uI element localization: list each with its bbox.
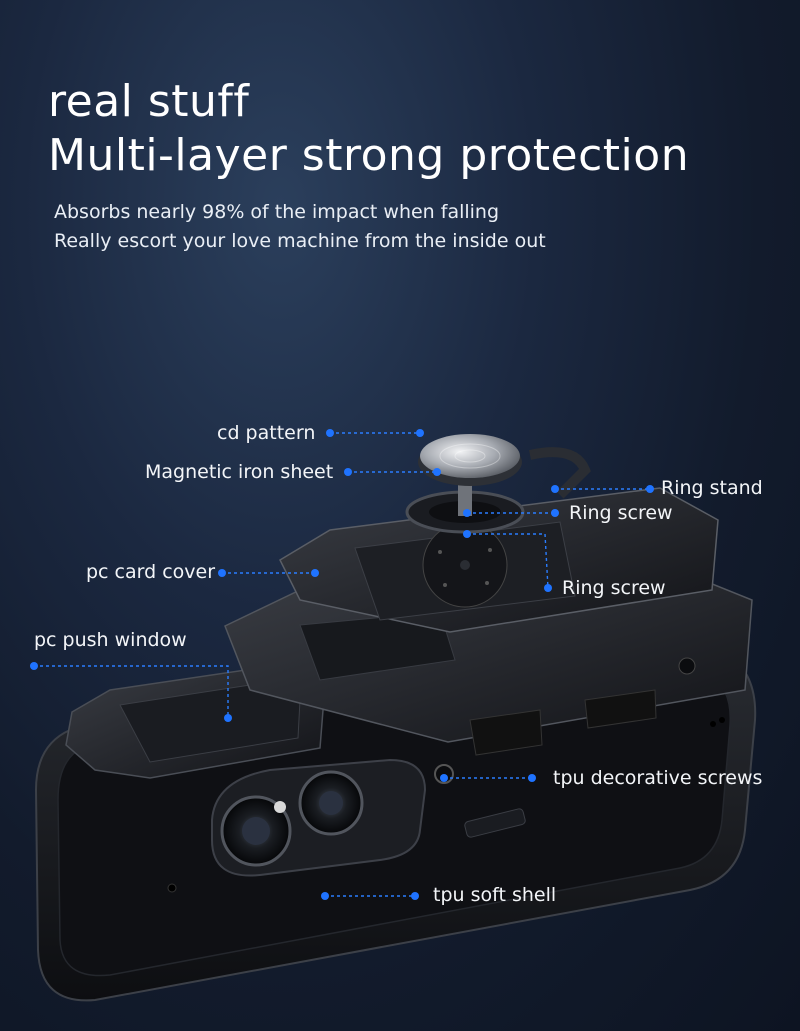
ring-stand-shape bbox=[405, 447, 591, 534]
pc-card-cover-shape bbox=[279, 487, 719, 633]
subheading-line-1: Absorbs nearly 98% of the impact when fa… bbox=[54, 201, 500, 223]
label-tpu-decorative-screws: tpu decorative screws bbox=[553, 767, 763, 789]
label-tpu-soft-shell: tpu soft shell bbox=[433, 884, 557, 906]
leader-lines bbox=[34, 432, 650, 897]
label-ring-screw-bottom: Ring screw bbox=[562, 577, 666, 599]
label-ring-stand: Ring stand bbox=[661, 477, 763, 499]
label-magnetic-iron-sheet: Magnetic iron sheet bbox=[145, 461, 334, 483]
leader-ring-screw-bottom bbox=[467, 533, 549, 589]
label-pc-push-window: pc push window bbox=[34, 629, 187, 651]
label-ring-screw-top: Ring screw bbox=[569, 502, 673, 524]
label-pc-card-cover: pc card cover bbox=[86, 561, 216, 583]
leader-pc-push-window bbox=[34, 665, 229, 718]
subheading-line-2: Really escort your love machine from the… bbox=[54, 230, 546, 252]
headline-line-1: real stuff bbox=[48, 76, 250, 127]
headline-line-2: Multi-layer strong protection bbox=[48, 130, 690, 181]
cd-pattern-knob-shape bbox=[418, 434, 522, 486]
leader-dots bbox=[30, 429, 654, 900]
label-cd-pattern: cd pattern bbox=[217, 422, 316, 444]
camera-module-shape bbox=[211, 758, 427, 877]
